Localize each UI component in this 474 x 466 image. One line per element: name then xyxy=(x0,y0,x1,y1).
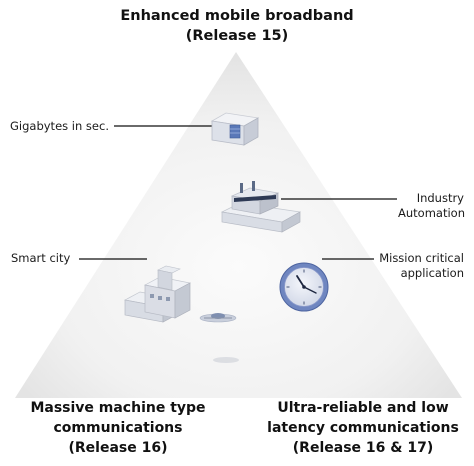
title-top-line2: (Release 15) xyxy=(185,28,289,44)
clock-icon xyxy=(279,262,329,312)
server-icon xyxy=(210,112,260,146)
label-industry-line1: Industry xyxy=(416,191,464,205)
title-ultra-reliable: Ultra-reliable and low latency communica… xyxy=(254,398,472,458)
title-right-line3: (Release 16 & 17) xyxy=(292,440,434,456)
label-industry-automation: Industry Automation xyxy=(398,191,465,221)
label-mission-critical: Mission critical application xyxy=(376,251,464,281)
title-left-line3: (Release 16) xyxy=(68,440,168,456)
title-right-line1: Ultra-reliable and low xyxy=(277,400,449,416)
label-smart-city: Smart city xyxy=(11,251,71,265)
label-industry-line2: Automation xyxy=(398,206,465,220)
title-left-line1: Massive machine type xyxy=(30,400,206,416)
label-gigabytes: Gigabytes in sec. xyxy=(10,119,109,133)
title-enhanced-mobile-broadband: Enhanced mobile broadband (Release 15) xyxy=(0,6,474,46)
title-top-line1: Enhanced mobile broadband xyxy=(120,8,354,24)
drone-icon xyxy=(199,313,239,363)
smart-city-icon xyxy=(123,265,192,323)
label-mission-line1: Mission critical xyxy=(379,251,464,265)
title-left-line2: communications xyxy=(53,420,183,436)
label-mission-line2: application xyxy=(400,266,464,280)
title-massive-machine-type: Massive machine type communications (Rel… xyxy=(4,398,232,458)
title-right-line2: latency communications xyxy=(267,420,459,436)
factory-icon xyxy=(220,181,302,233)
